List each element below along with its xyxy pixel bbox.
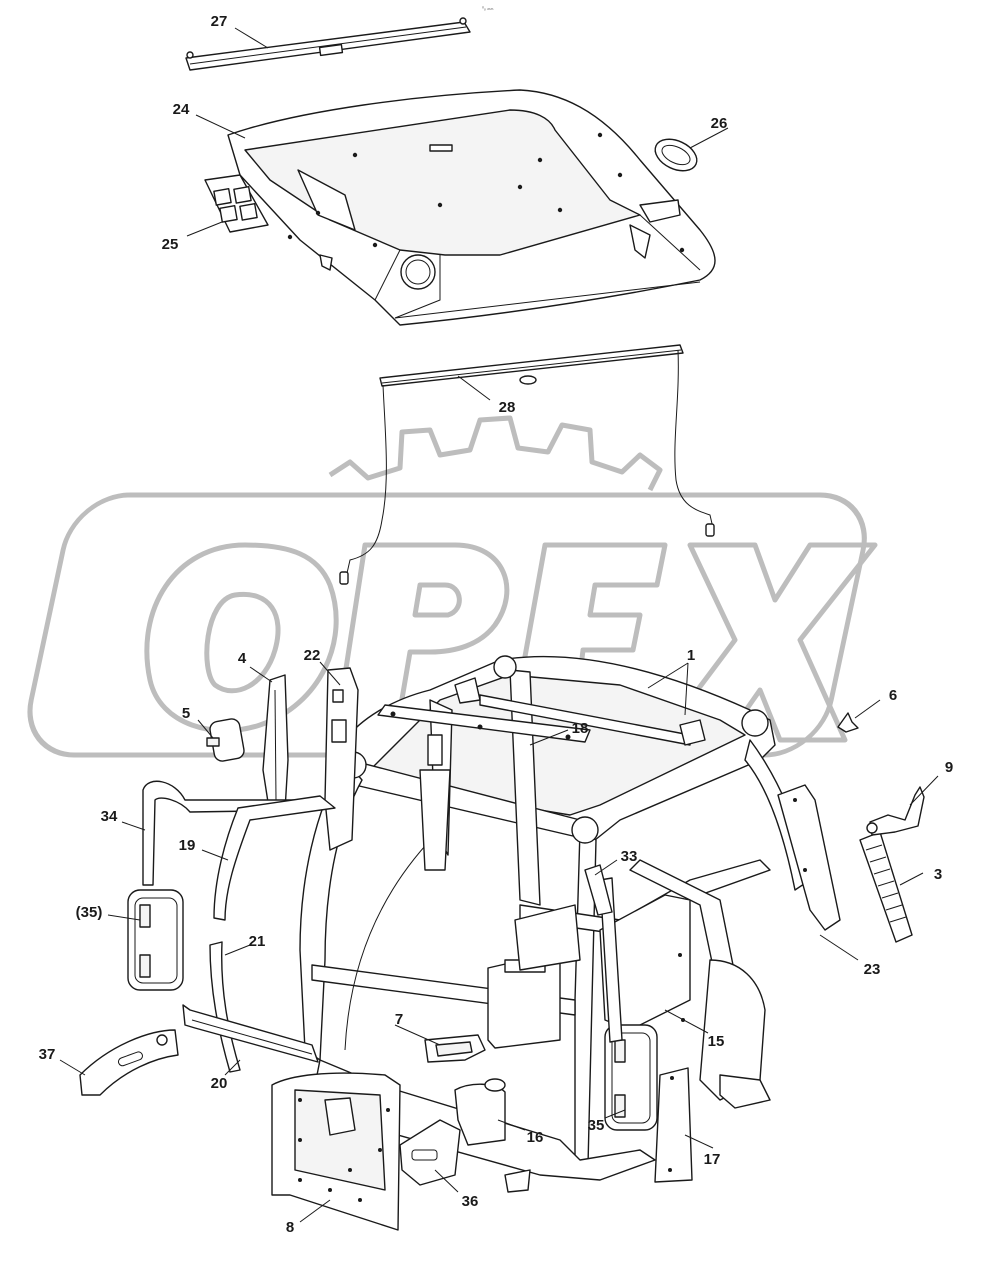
callout-8: 8 — [286, 1219, 294, 1236]
callout-19: 19 — [179, 837, 196, 854]
callout-labels: 27 24 26 25 28 1 4 22 6 5 18 9 34 19 33 … — [39, 13, 954, 1236]
part-3-grille — [859, 831, 913, 943]
callout-25: 25 — [162, 236, 179, 253]
callout-7: 7 — [395, 1011, 403, 1028]
part-20-lower-rail — [182, 1004, 319, 1063]
callout-18: 18 — [572, 720, 589, 737]
part-9-fitting — [866, 786, 925, 836]
part-28-rail-with-cables — [339, 344, 715, 585]
part-7-handle — [424, 1034, 486, 1063]
part-4-pillar-trim — [262, 674, 289, 816]
callout-20: 20 — [211, 1075, 228, 1092]
callout-21: 21 — [249, 933, 266, 950]
part-5-mirror — [206, 718, 245, 762]
part-25-louvre-vent — [204, 174, 269, 233]
callout-34: 34 — [101, 808, 118, 825]
callout-26: 26 — [711, 115, 728, 132]
part-17-rear-pillar — [654, 1067, 693, 1183]
part-19-seal-strip — [213, 795, 336, 921]
part-21-strip — [209, 941, 241, 1073]
part-33-clip — [584, 864, 613, 916]
callout-1: 1 — [687, 647, 695, 664]
part-15-rear-strip — [599, 877, 623, 1043]
callout-3: 3 — [934, 866, 942, 883]
callout-6: 6 — [889, 687, 897, 704]
callout-4: 4 — [238, 650, 247, 667]
callout-15: 15 — [708, 1033, 725, 1050]
part-35-door-plate-left — [127, 889, 184, 991]
callout-35-parenthesized: (35) — [76, 904, 103, 921]
callout-23: 23 — [864, 961, 881, 978]
corner-note: ⁰ₒ ₘₘ — [482, 6, 494, 12]
callout-28: 28 — [499, 399, 516, 416]
part-26-vent-oval — [654, 138, 698, 172]
callout-5: 5 — [182, 705, 190, 722]
part-37-bracket — [79, 1029, 179, 1096]
callout-24: 24 — [173, 101, 190, 118]
callout-35: 35 — [588, 1117, 605, 1134]
callout-16: 16 — [527, 1129, 544, 1146]
part-27-roof-rail — [185, 17, 471, 71]
part-24-roof-panel — [227, 89, 716, 326]
callout-37: 37 — [39, 1046, 56, 1063]
part-8-front-panel — [271, 1072, 401, 1231]
part-23-rear-post — [777, 784, 841, 931]
callout-22: 22 — [304, 647, 321, 664]
callout-33: 33 — [621, 848, 638, 865]
callout-27: 27 — [211, 13, 228, 30]
leader-lines — [59, 27, 939, 1223]
part-6-clip — [837, 712, 859, 733]
part-22-upright — [324, 667, 451, 871]
part-36-step — [399, 1119, 531, 1193]
callout-36: 36 — [462, 1193, 479, 1210]
callout-17: 17 — [704, 1151, 721, 1168]
callout-9: 9 — [945, 759, 953, 776]
part-35-door-plate-right — [604, 1024, 658, 1131]
part-16-bracket — [454, 1078, 506, 1146]
part-18-crossbar — [377, 704, 591, 743]
